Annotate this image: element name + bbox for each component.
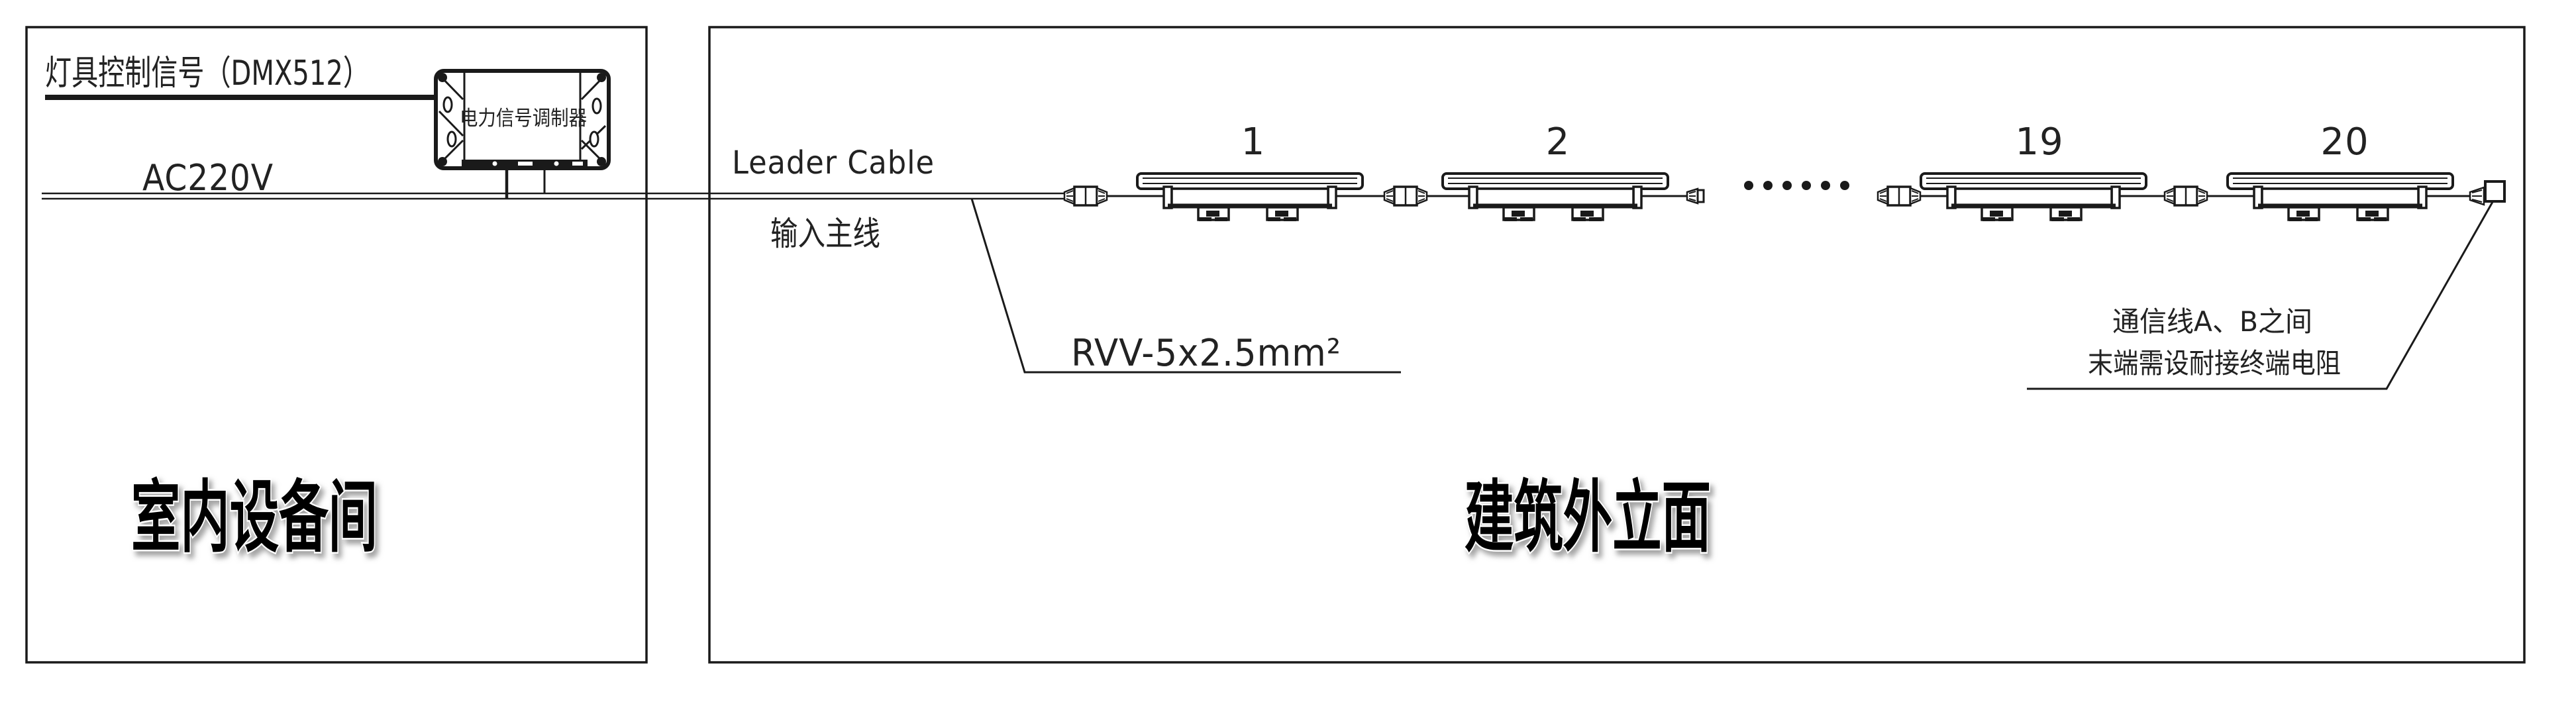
indoor-zone-title: 室内设备间 <box>131 472 378 563</box>
cable-spec-callout: RVV-5x2.5mm² <box>970 198 1401 375</box>
terminal-note-callout: 通信线A、B之间 末端需设耐接终端电阻 <box>2027 201 2494 390</box>
modulator-label: 电力信号调制器 <box>460 107 587 130</box>
building-facade-box <box>708 26 2526 664</box>
fixture-number-1: 1 <box>1241 121 1266 164</box>
cable-connector <box>1877 185 1922 207</box>
fixture-number-2: 2 <box>1546 121 1571 164</box>
terminal-note-line2: 末端需设耐接终端电阻 <box>2088 347 2341 380</box>
indoor-equipment-room-box <box>25 26 648 664</box>
facade-zone-title: 建筑外立面 <box>1465 472 1711 563</box>
terminal-resistor <box>2469 180 2506 206</box>
fixture-number-19: 19 <box>2015 121 2063 164</box>
cable-spec-label: RVV-5x2.5mm² <box>1071 332 1341 375</box>
wall-washer-fixture-1 <box>1137 174 1363 221</box>
ac220v-label: AC220V <box>142 157 274 199</box>
wall-washer-fixture-2 <box>1443 174 1668 221</box>
fixture-number-20: 20 <box>2320 121 2369 164</box>
main-cable-double-line <box>42 192 1065 200</box>
input-main-line-label: 输入主线 <box>770 215 880 253</box>
cable-connector <box>1383 185 1428 207</box>
cable-connector <box>1063 185 1108 207</box>
cable-end-connector <box>1686 187 1705 205</box>
wall-washer-fixture-20 <box>2228 174 2453 221</box>
terminal-note-line1: 通信线A、B之间 <box>2112 305 2312 338</box>
power-signal-modulator: 电力信号调制器 <box>434 69 611 170</box>
wall-washer-fixture-19 <box>1921 174 2146 221</box>
dmx-signal-label: 灯具控制信号（DMX512） <box>45 54 370 93</box>
cable-connector <box>2163 185 2208 207</box>
leader-cable-label: Leader Cable <box>732 144 935 181</box>
ellipsis-dots <box>1744 181 1849 190</box>
